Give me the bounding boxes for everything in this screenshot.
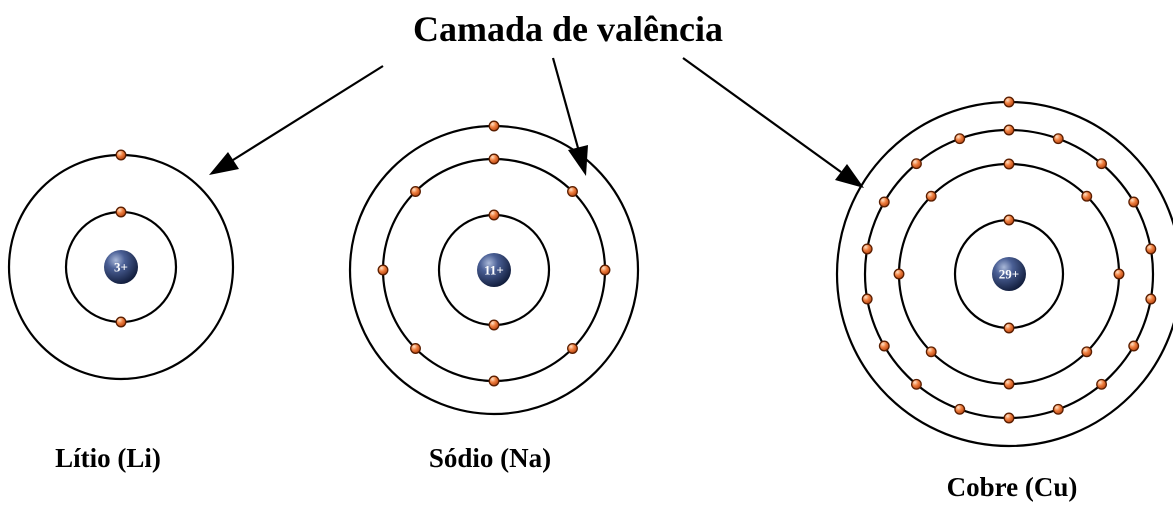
electron bbox=[488, 375, 500, 387]
electron bbox=[925, 346, 937, 358]
arrow-line-copper bbox=[682, 57, 842, 173]
arrow-head-sodium bbox=[568, 145, 588, 176]
arrow-line-sodium bbox=[551, 57, 580, 149]
electron bbox=[1052, 133, 1064, 145]
electrons bbox=[377, 120, 611, 387]
electron bbox=[1003, 378, 1015, 390]
atom-label: Lítio (Li) bbox=[55, 443, 161, 473]
atom-label: Cobre (Cu) bbox=[947, 472, 1078, 502]
nucleus bbox=[992, 257, 1026, 291]
electron bbox=[1113, 268, 1125, 280]
electron bbox=[1003, 124, 1015, 136]
electron bbox=[410, 343, 421, 354]
electron bbox=[567, 343, 578, 354]
electron bbox=[954, 403, 966, 415]
electron bbox=[1096, 378, 1108, 390]
electron bbox=[1128, 340, 1140, 352]
arrow-head-copper bbox=[835, 164, 864, 188]
nucleus-charge: 3+ bbox=[114, 260, 128, 275]
atom-label: Sódio (Na) bbox=[429, 443, 551, 473]
electron bbox=[1081, 346, 1093, 358]
electron bbox=[893, 268, 905, 280]
arrow-line-lithium bbox=[232, 65, 384, 161]
electron bbox=[1145, 293, 1157, 305]
electron bbox=[1145, 243, 1157, 255]
arrow-head-lithium bbox=[209, 152, 239, 175]
atom-sodium: 11+ Sódio (Na) bbox=[348, 120, 640, 473]
electron bbox=[488, 153, 500, 165]
electron bbox=[910, 378, 922, 390]
nucleus bbox=[477, 253, 511, 287]
electron bbox=[1003, 96, 1015, 108]
valence-arrows bbox=[209, 57, 864, 188]
electron bbox=[488, 209, 500, 221]
electron bbox=[1003, 322, 1015, 334]
electron bbox=[1003, 158, 1015, 170]
electron bbox=[599, 264, 611, 276]
electron bbox=[488, 120, 500, 132]
electron bbox=[115, 316, 127, 328]
electron bbox=[567, 186, 578, 197]
electron bbox=[954, 133, 966, 145]
atom-lithium: 3+ Lítio (Li) bbox=[7, 149, 235, 473]
electron bbox=[910, 158, 922, 170]
electron bbox=[1096, 158, 1108, 170]
electron bbox=[861, 243, 873, 255]
electrons bbox=[861, 96, 1157, 424]
electron bbox=[1003, 214, 1015, 226]
electron bbox=[1003, 412, 1015, 424]
nucleus-charge: 29+ bbox=[999, 267, 1019, 282]
electron bbox=[878, 340, 890, 352]
nucleus-charge: 11+ bbox=[484, 263, 504, 278]
nucleus bbox=[104, 250, 138, 284]
electron bbox=[115, 149, 127, 161]
electron bbox=[488, 319, 500, 331]
electron bbox=[410, 186, 421, 197]
electron bbox=[1081, 190, 1093, 202]
electron bbox=[878, 196, 890, 208]
electron bbox=[1128, 196, 1140, 208]
diagram-title: Camada de valência bbox=[413, 9, 723, 49]
electron bbox=[925, 190, 937, 202]
electron bbox=[377, 264, 389, 276]
electrons bbox=[115, 149, 127, 328]
atom-copper: 29+ Cobre (Cu) bbox=[835, 96, 1173, 502]
electron bbox=[861, 293, 873, 305]
electron bbox=[115, 206, 127, 218]
electron bbox=[1052, 403, 1064, 415]
